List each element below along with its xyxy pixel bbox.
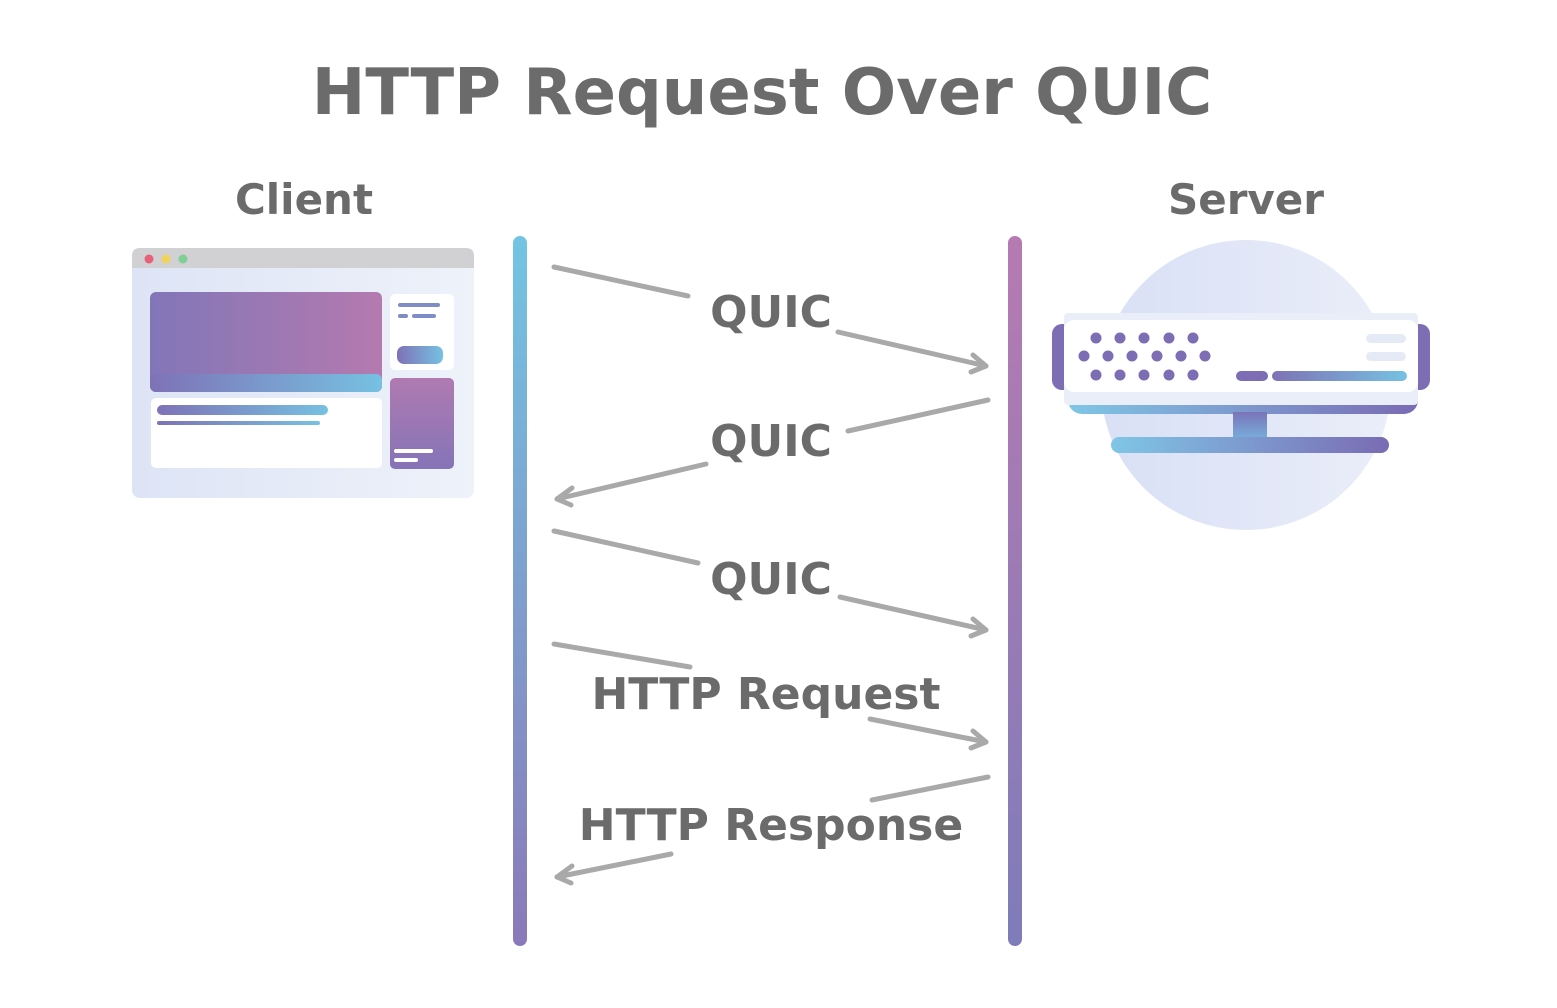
server-lifeline bbox=[1008, 236, 1022, 946]
message-quic-2 bbox=[554, 397, 991, 508]
client-label: Client bbox=[235, 175, 373, 224]
message-http-response bbox=[554, 774, 991, 886]
message-label: QUIC bbox=[710, 416, 832, 467]
message-http-request bbox=[551, 641, 989, 751]
message-label: QUIC bbox=[710, 287, 832, 338]
message-label: QUIC bbox=[710, 554, 832, 605]
browser-window-icon bbox=[132, 248, 474, 498]
message-label: HTTP Response bbox=[579, 800, 963, 851]
server-rack-icon bbox=[1052, 240, 1430, 530]
server-label: Server bbox=[1168, 175, 1324, 224]
message-label: HTTP Request bbox=[591, 669, 940, 720]
message-quic-3 bbox=[551, 528, 989, 639]
message-quic-1 bbox=[551, 264, 989, 375]
client-lifeline bbox=[513, 236, 527, 946]
diagram-title: HTTP Request Over QUIC bbox=[312, 56, 1213, 130]
